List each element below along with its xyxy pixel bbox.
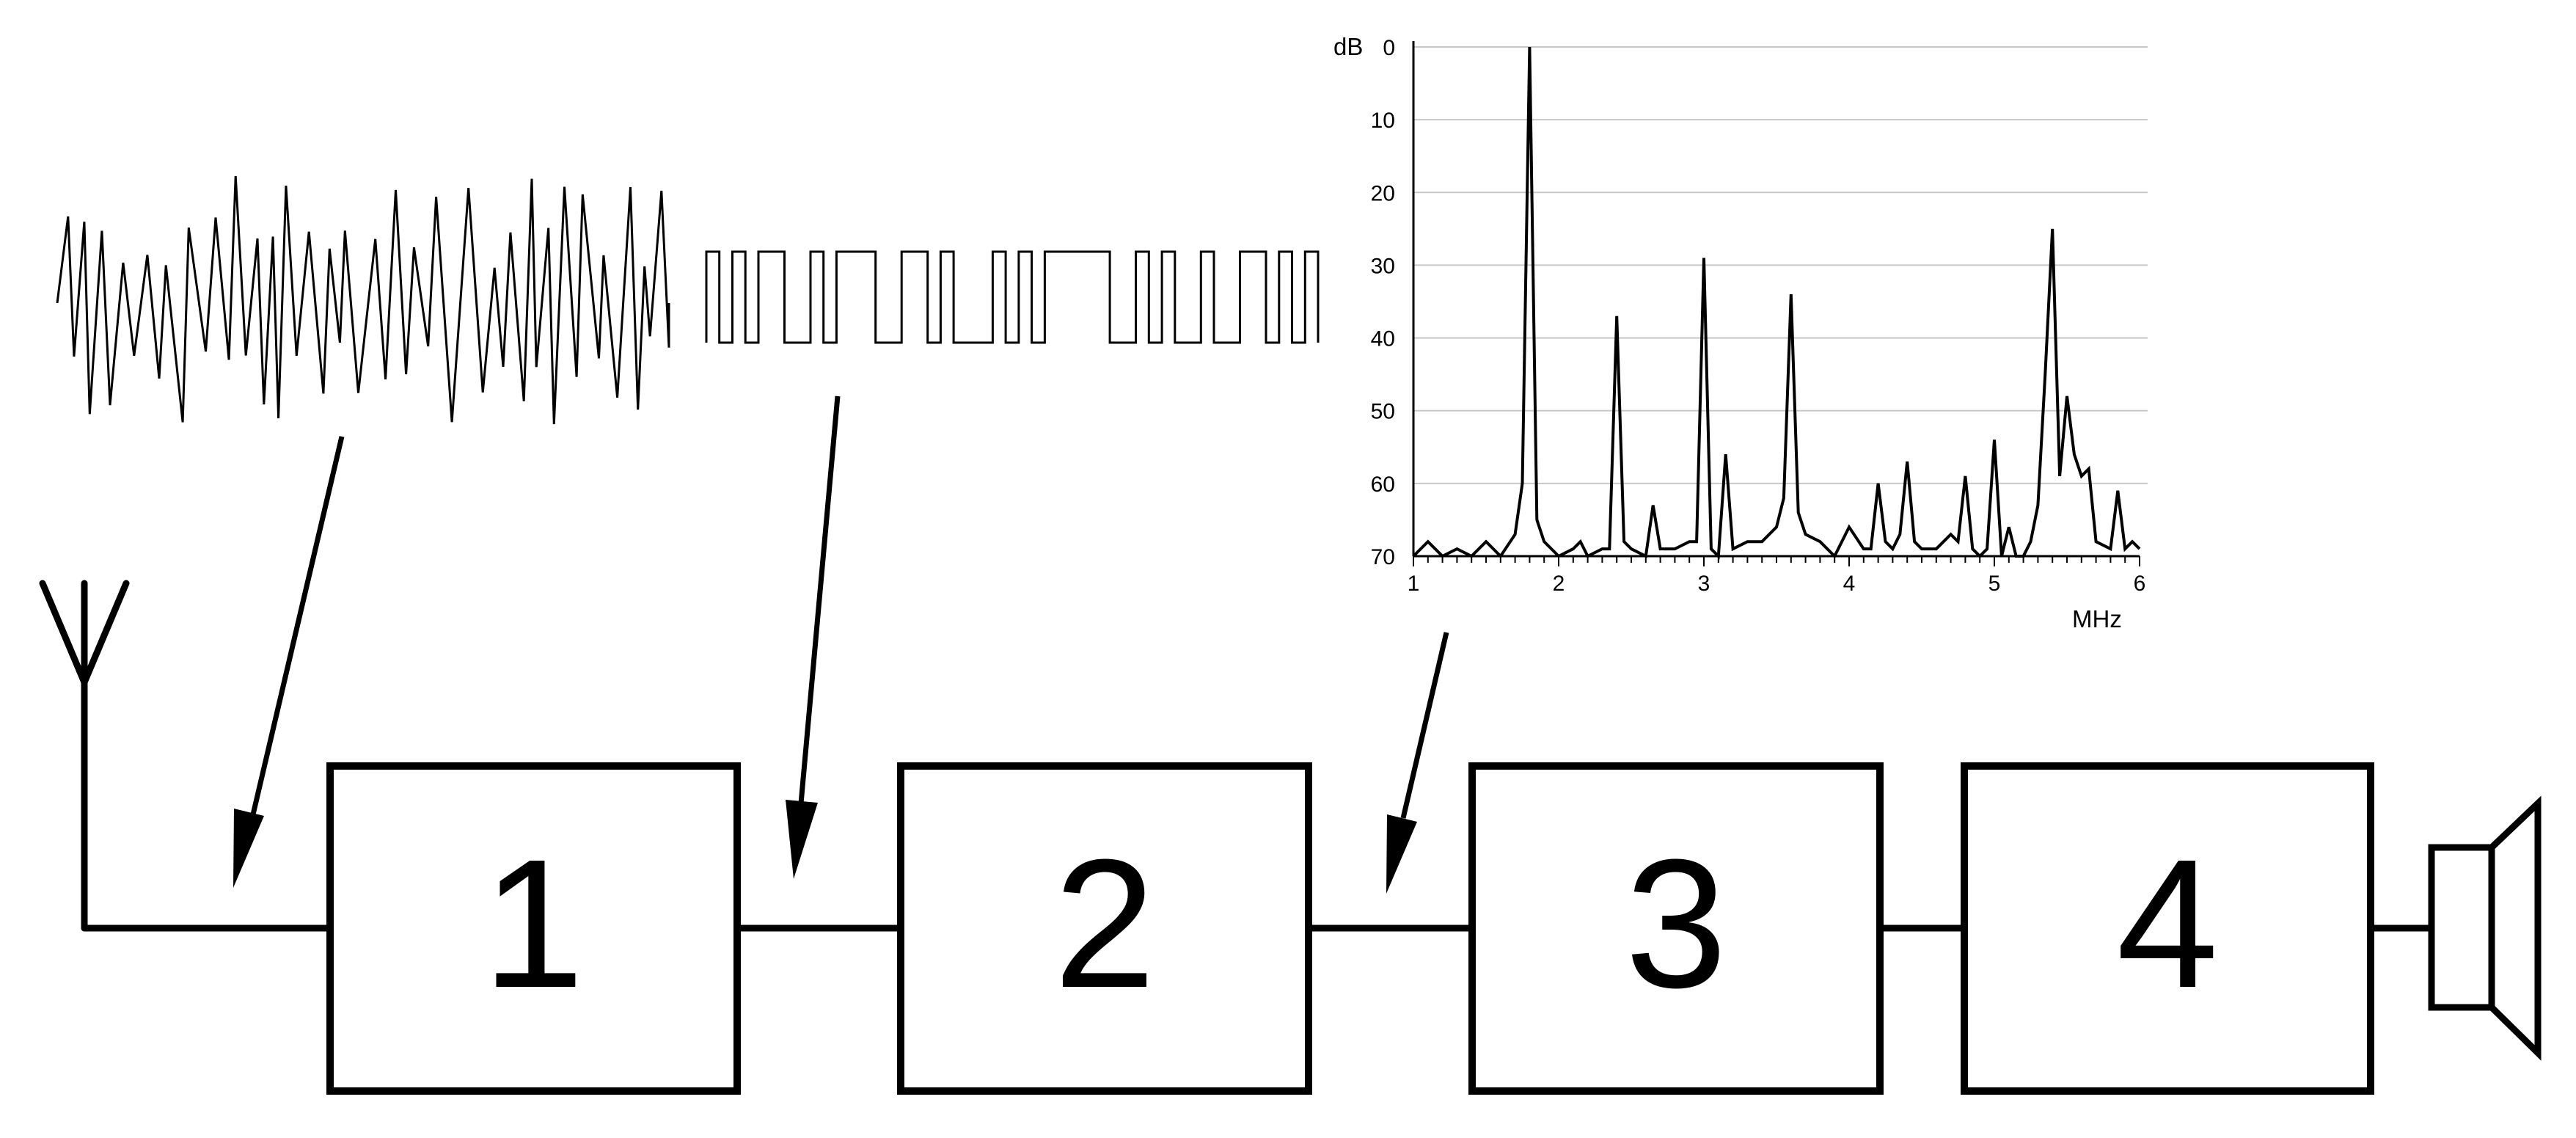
spectrum-series-line [1412, 46, 2141, 560]
arrow-head-3 [1386, 814, 1417, 894]
y-tick-label: 0 [1383, 36, 1395, 60]
x-tick-labels: 1 2 3 4 5 6 [1408, 572, 2146, 596]
y-tick-label: 70 [1371, 545, 1395, 569]
x-tick-label: 1 [1408, 572, 1420, 596]
spectrum-chart: 0 10 20 30 40 50 60 70 1 2 3 4 5 6 dB MHz [1333, 33, 2148, 632]
y-tick-labels: 0 10 20 30 40 50 60 70 [1371, 36, 1395, 569]
y-tick-label: 40 [1371, 327, 1395, 351]
x-tick-label: 6 [2134, 572, 2146, 596]
block-2-box [897, 762, 1312, 1095]
y-tick-label: 60 [1371, 473, 1395, 497]
y-tick-label: 50 [1371, 400, 1395, 424]
arrow-noise-to-input [250, 436, 345, 815]
speaker-icon [2428, 795, 2542, 1061]
digital-square-waveform [705, 250, 1320, 344]
x-tick-label: 5 [1988, 572, 2001, 596]
block-4-label: 4 [2116, 821, 2218, 1026]
block-1-box [326, 762, 741, 1095]
y-tick-label: 20 [1371, 181, 1395, 205]
annotation-arrows [233, 395, 1449, 894]
block-1-label: 1 [482, 821, 584, 1026]
y-axis-label: dB [1333, 33, 1363, 60]
block-2-label: 2 [1053, 821, 1155, 1026]
arrow-head-1 [233, 809, 264, 888]
rf-noise-waveform [56, 175, 670, 425]
x-axis-label: MHz [2072, 605, 2122, 632]
arrow-spectrum-to-block3 [1400, 632, 1449, 819]
block-3-label: 3 [1625, 821, 1727, 1026]
block-4-box [1961, 762, 2374, 1095]
antenna-icon [39, 580, 334, 932]
x-tick-label: 4 [1843, 572, 1856, 596]
arrow-head-2 [786, 800, 818, 879]
x-tick-label: 3 [1698, 572, 1710, 596]
block-3-box [1468, 762, 1884, 1095]
y-tick-label: 10 [1371, 109, 1395, 133]
arrow-square-to-block2 [798, 395, 841, 804]
x-tick-label: 2 [1553, 572, 1565, 596]
y-tick-label: 30 [1371, 254, 1395, 278]
